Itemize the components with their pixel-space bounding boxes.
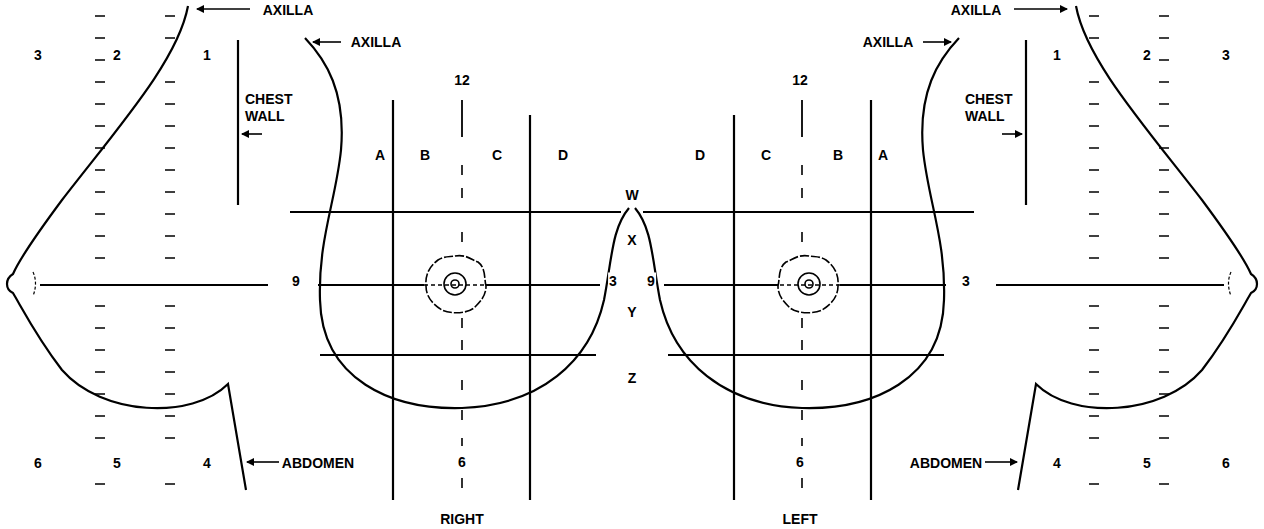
zone-letter: B — [832, 147, 844, 164]
position-number: 2 — [112, 47, 122, 64]
side-label: LEFT — [782, 510, 819, 527]
position-number: 6 — [795, 454, 805, 471]
position-number: 5 — [112, 455, 122, 472]
anatomy-label: AXILLA — [262, 2, 315, 19]
side-label: RIGHT — [439, 510, 485, 527]
zone-letter: B — [419, 147, 431, 164]
zone-letter: Z — [627, 370, 638, 387]
zone-letter: X — [626, 232, 637, 249]
zone-letter: C — [491, 147, 503, 164]
zone-letter: Y — [626, 304, 637, 321]
position-number: 1 — [202, 47, 212, 64]
zone-letter: C — [760, 147, 772, 164]
zone-letter: D — [557, 147, 569, 164]
position-number: 5 — [1142, 455, 1152, 472]
position-number: 4 — [202, 455, 212, 472]
zone-letter: D — [694, 147, 706, 164]
zone-letter: A — [877, 147, 889, 164]
position-number: 3 — [33, 47, 43, 64]
position-number: 1 — [1052, 47, 1062, 64]
position-number: 2 — [1142, 47, 1152, 64]
anatomy-label: AXILLA — [862, 34, 915, 51]
position-number: 3 — [1221, 47, 1231, 64]
position-number: 3 — [961, 273, 971, 290]
anatomy-label: CHEST WALL — [964, 91, 1020, 125]
anatomy-label: CHEST WALL — [244, 91, 300, 125]
zone-letter: W — [624, 187, 639, 204]
anatomy-label: ABDOMEN — [909, 455, 983, 472]
position-number: 6 — [457, 454, 467, 471]
position-number: 4 — [1052, 455, 1062, 472]
position-number: 3 — [608, 273, 618, 290]
position-number: 12 — [791, 72, 809, 89]
position-number: 6 — [1221, 455, 1231, 472]
position-number: 9 — [646, 273, 656, 290]
position-number: 6 — [33, 455, 43, 472]
position-number: 12 — [453, 72, 471, 89]
zone-letter: A — [374, 147, 386, 164]
anatomy-label: AXILLA — [350, 34, 403, 51]
anatomy-label: AXILLA — [950, 2, 1003, 19]
anatomy-label: ABDOMEN — [281, 455, 355, 472]
position-number: 9 — [291, 273, 301, 290]
